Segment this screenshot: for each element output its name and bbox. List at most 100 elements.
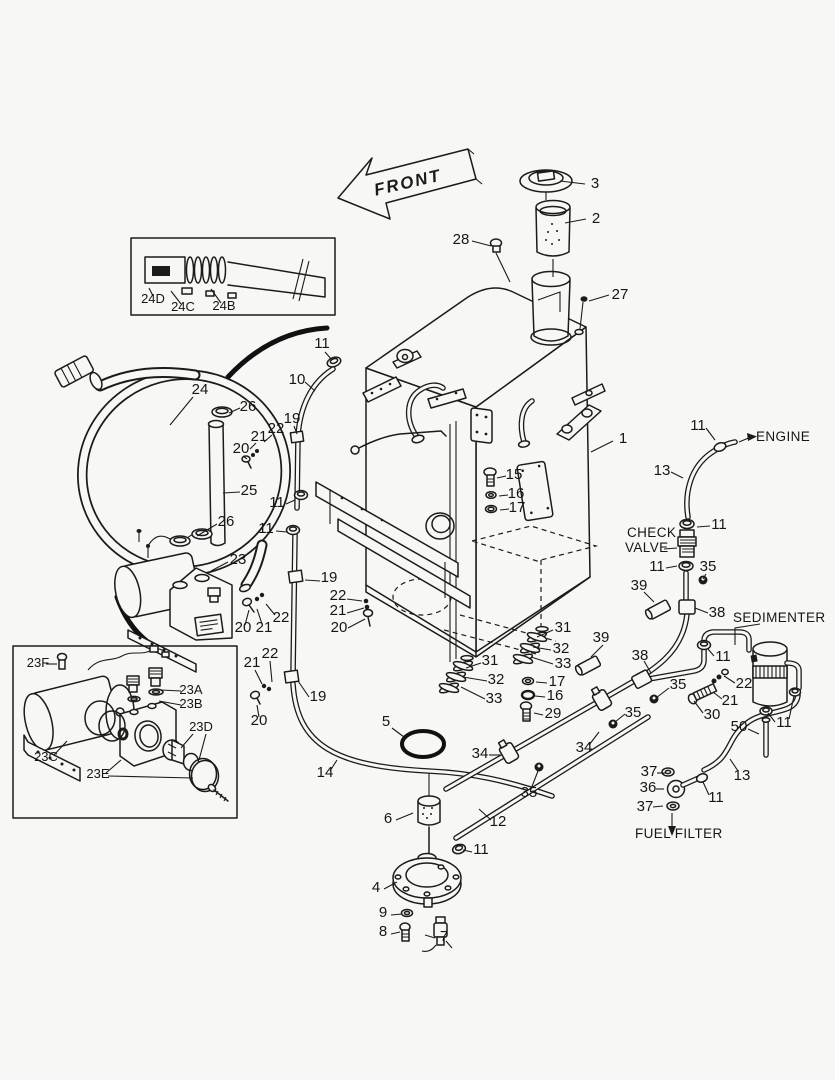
- leader-line: [588, 731, 600, 746]
- leader-line: [643, 660, 652, 674]
- leader-line: [471, 240, 492, 247]
- leader-line: [534, 695, 546, 698]
- leader-line: [788, 695, 795, 720]
- leader-line: [559, 180, 586, 185]
- part-label-33: 33: [486, 690, 503, 707]
- leader-line: [747, 728, 760, 735]
- part-label-50: 50: [731, 718, 748, 735]
- oring-5-icon: [400, 729, 446, 759]
- leader-line: [712, 691, 723, 700]
- part-label-9: 9: [379, 904, 387, 921]
- leader-line: [462, 676, 488, 682]
- bolt-29-icon: [519, 701, 533, 722]
- nozzle-spout: [54, 355, 94, 388]
- leader-line: [293, 425, 298, 435]
- spring-stack-icon: [438, 625, 549, 694]
- strainer-6-icon: [417, 795, 441, 826]
- filler-cap-icon: [519, 169, 573, 200]
- part-label-3: 3: [591, 175, 599, 192]
- part-label-21: 21: [256, 619, 273, 636]
- leader-line: [390, 913, 403, 916]
- fitting-39-icon: [644, 599, 672, 620]
- leader-line: [530, 656, 554, 665]
- part-label-21: 21: [244, 654, 261, 671]
- bolt-8-icon: [399, 922, 411, 942]
- part-label-24: 24: [192, 381, 209, 398]
- pump-inset: [12, 645, 238, 819]
- leader-line: [198, 733, 207, 761]
- leader-line: [265, 603, 276, 616]
- leader-line: [705, 427, 716, 441]
- leader-line: [670, 471, 684, 479]
- part-label-31: 31: [555, 619, 572, 636]
- part-label-31: 31: [482, 652, 499, 669]
- leader-line: [496, 475, 507, 479]
- part-label-11: 11: [776, 714, 792, 731]
- leader-line: [499, 508, 510, 511]
- part-label-23: 23: [230, 551, 247, 568]
- part-label-20: 20: [251, 712, 268, 729]
- leader-line: [643, 591, 655, 603]
- fuel-tank: [350, 270, 606, 662]
- part-label-24c: 24C: [171, 299, 195, 314]
- sensor-7-icon: [421, 916, 453, 952]
- leader-line: [702, 573, 707, 580]
- leader-line: [390, 931, 401, 935]
- leader-line: [346, 607, 365, 614]
- leader-line: [424, 934, 436, 939]
- part-label-34: 34: [472, 745, 489, 762]
- part-label-12: 12: [490, 813, 507, 830]
- part-label-37: 37: [641, 763, 658, 780]
- fuel-level-handle-rod: [350, 430, 447, 455]
- part-label-36: 36: [640, 779, 657, 796]
- part-label-10: 10: [289, 371, 306, 388]
- leader-line: [655, 687, 670, 699]
- leader-line: [53, 740, 68, 756]
- bolt-30-icon: [687, 683, 718, 705]
- leader-line: [694, 607, 709, 614]
- part-label-35: 35: [521, 784, 538, 801]
- part-label-32: 32: [553, 640, 570, 657]
- rotor-23d-icon: [162, 739, 200, 772]
- leader-line: [530, 770, 539, 790]
- part-label-22: 22: [736, 675, 753, 692]
- part-label-34: 34: [576, 739, 593, 756]
- part-label-23b: 23B: [179, 696, 202, 711]
- part-label-11: 11: [711, 516, 727, 533]
- bolt-27: [574, 296, 588, 336]
- screw-icon: [207, 783, 229, 802]
- leader-line: [665, 565, 678, 569]
- part-label-32: 32: [488, 671, 505, 688]
- return-elbow-pipe: [517, 398, 535, 448]
- part-label-23a: 23A: [179, 682, 202, 697]
- fitting-23a-icon: [126, 667, 163, 693]
- part-label-22: 22: [262, 645, 279, 662]
- pipe-clamp-34-icon-2: [497, 739, 520, 764]
- leader-line: [158, 700, 182, 706]
- caption-check-valve-1: CHECK: [627, 525, 676, 540]
- part-label-23d: 23D: [189, 719, 213, 734]
- part-label-16: 16: [508, 485, 525, 502]
- part-label-24b: 24B: [212, 298, 235, 313]
- caption-sedimenter: SEDIMENTER: [733, 610, 826, 625]
- part-label-26: 26: [240, 398, 257, 415]
- top-plate-2: [427, 388, 467, 409]
- leader-line: [707, 648, 715, 657]
- hose-clamp-11-icon: [696, 639, 802, 716]
- part-label-33: 33: [555, 655, 572, 672]
- part-label-11: 11: [473, 841, 489, 858]
- leader-line: [297, 680, 310, 698]
- part-label-7: 7: [440, 928, 448, 945]
- part-label-21: 21: [722, 692, 739, 709]
- tank-mounting-frame: [315, 481, 471, 609]
- part-label-16: 16: [547, 687, 564, 704]
- fuel-pump-main: [114, 528, 233, 673]
- leader-line: [693, 700, 704, 714]
- leader-line: [148, 287, 154, 297]
- part-label-11: 11: [708, 789, 724, 806]
- leader-line: [652, 805, 664, 808]
- sensor-boss: [425, 512, 455, 540]
- check-valve-assembly: [677, 433, 757, 572]
- leader-line: [460, 686, 486, 700]
